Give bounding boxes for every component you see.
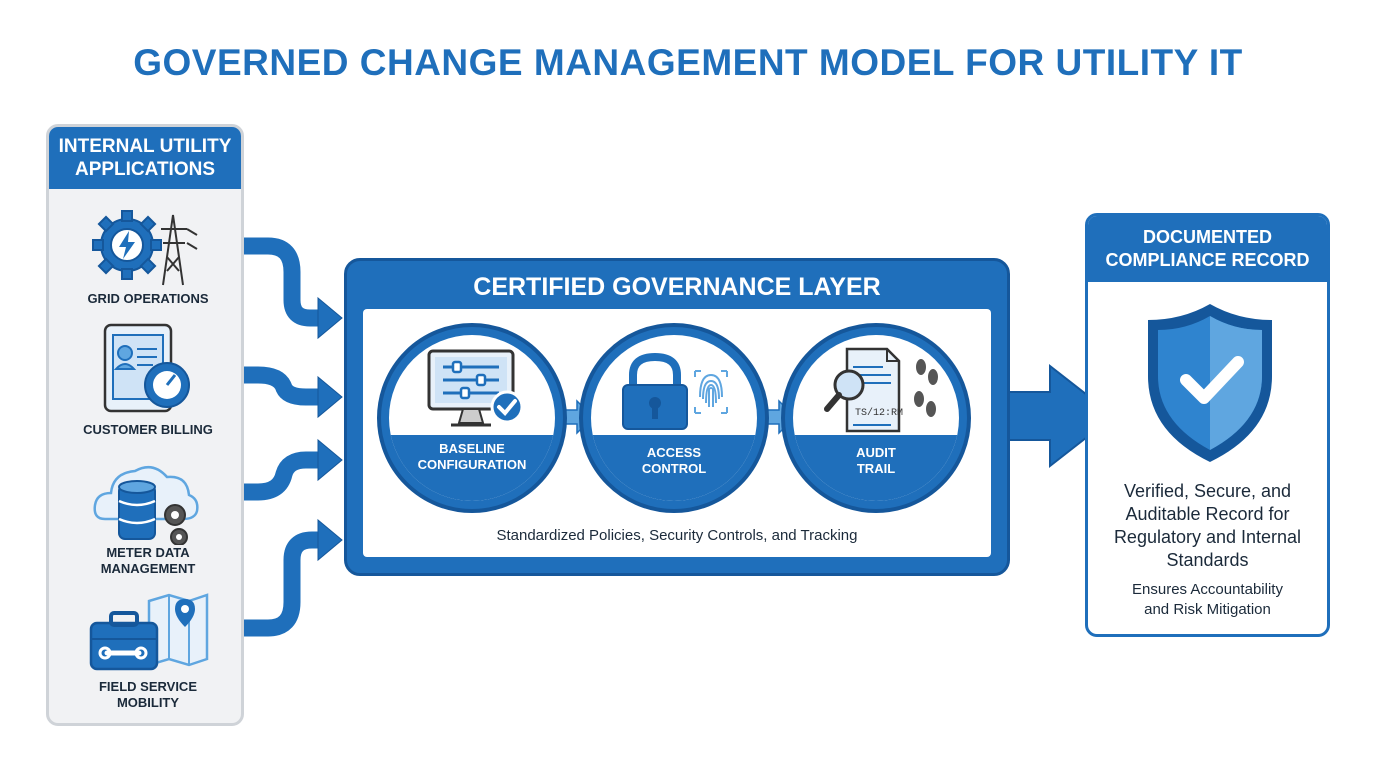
document-magnifier-footprints-icon: TS/12:RM [823, 345, 939, 435]
gear-power-tower-icon [91, 207, 201, 287]
step-audit-trail: TS/12:RM AUDIT TRAIL [781, 323, 971, 513]
app-label-meter-data-management: METER DATA MANAGEMENT [100, 545, 196, 576]
monitor-settings-check-icon [425, 349, 529, 433]
compliance-record-panel: DOCUMENTED COMPLIANCE RECORD Verified, S… [1085, 213, 1330, 637]
page-title: GOVERNED CHANGE MANAGEMENT MODEL FOR UTI… [133, 42, 1243, 83]
step-access-control: ACCESS CONTROL [579, 323, 769, 513]
padlock-fingerprint-icon [619, 353, 735, 431]
arrow-customer-billing [218, 366, 322, 406]
arrowhead-grid [317, 296, 343, 340]
audit-doc-text: TS/12:RM [855, 407, 903, 419]
app-label-grid-operations: GRID OPERATIONS [87, 291, 209, 306]
toolbox-map-icon [89, 593, 209, 673]
governance-title: CERTIFIED GOVERNANCE LAYER [473, 273, 881, 301]
arrow-meter-data [218, 451, 322, 501]
arrow-field-service [218, 531, 322, 637]
internal-apps-panel: INTERNAL UTILITY APPLICATIONS [46, 124, 244, 726]
compliance-main-text: Verified, Secure, and Auditable Record f… [1113, 481, 1302, 570]
arrowhead-meter [317, 438, 343, 482]
step-label-audit-trail: AUDIT TRAIL [856, 445, 896, 476]
arrow-grid-operations [218, 237, 322, 327]
governance-caption: Standardized Policies, Security Controls… [496, 527, 858, 544]
compliance-sub-text: Ensures Accountability and Risk Mitigati… [1132, 581, 1283, 618]
cloud-database-icon [91, 453, 203, 545]
shield-check-icon [1142, 300, 1278, 466]
step-baseline-configuration: BASELINE CONFIGURATION [377, 323, 567, 513]
app-label-customer-billing: CUSTOMER BILLING [83, 422, 213, 437]
app-label-field-service-mobility: FIELD SERVICE MOBILITY [98, 679, 197, 710]
step-label-baseline-configuration: BASELINE CONFIGURATION [417, 441, 527, 472]
internal-apps-heading: INTERNAL UTILITY APPLICATIONS [49, 127, 241, 189]
arrowhead-billing [317, 375, 343, 419]
tablet-meter-icon [101, 323, 201, 415]
certified-governance-layer: CERTIFIED GOVERNANCE LAYER [344, 258, 1010, 576]
output-arrow [1005, 363, 1116, 469]
step-label-access-control: ACCESS CONTROL [641, 445, 707, 476]
arrowhead-field [317, 518, 343, 562]
governance-inner-panel: BASELINE CONFIGURATION [363, 309, 991, 557]
compliance-record-heading: DOCUMENTED COMPLIANCE RECORD [1088, 216, 1327, 282]
